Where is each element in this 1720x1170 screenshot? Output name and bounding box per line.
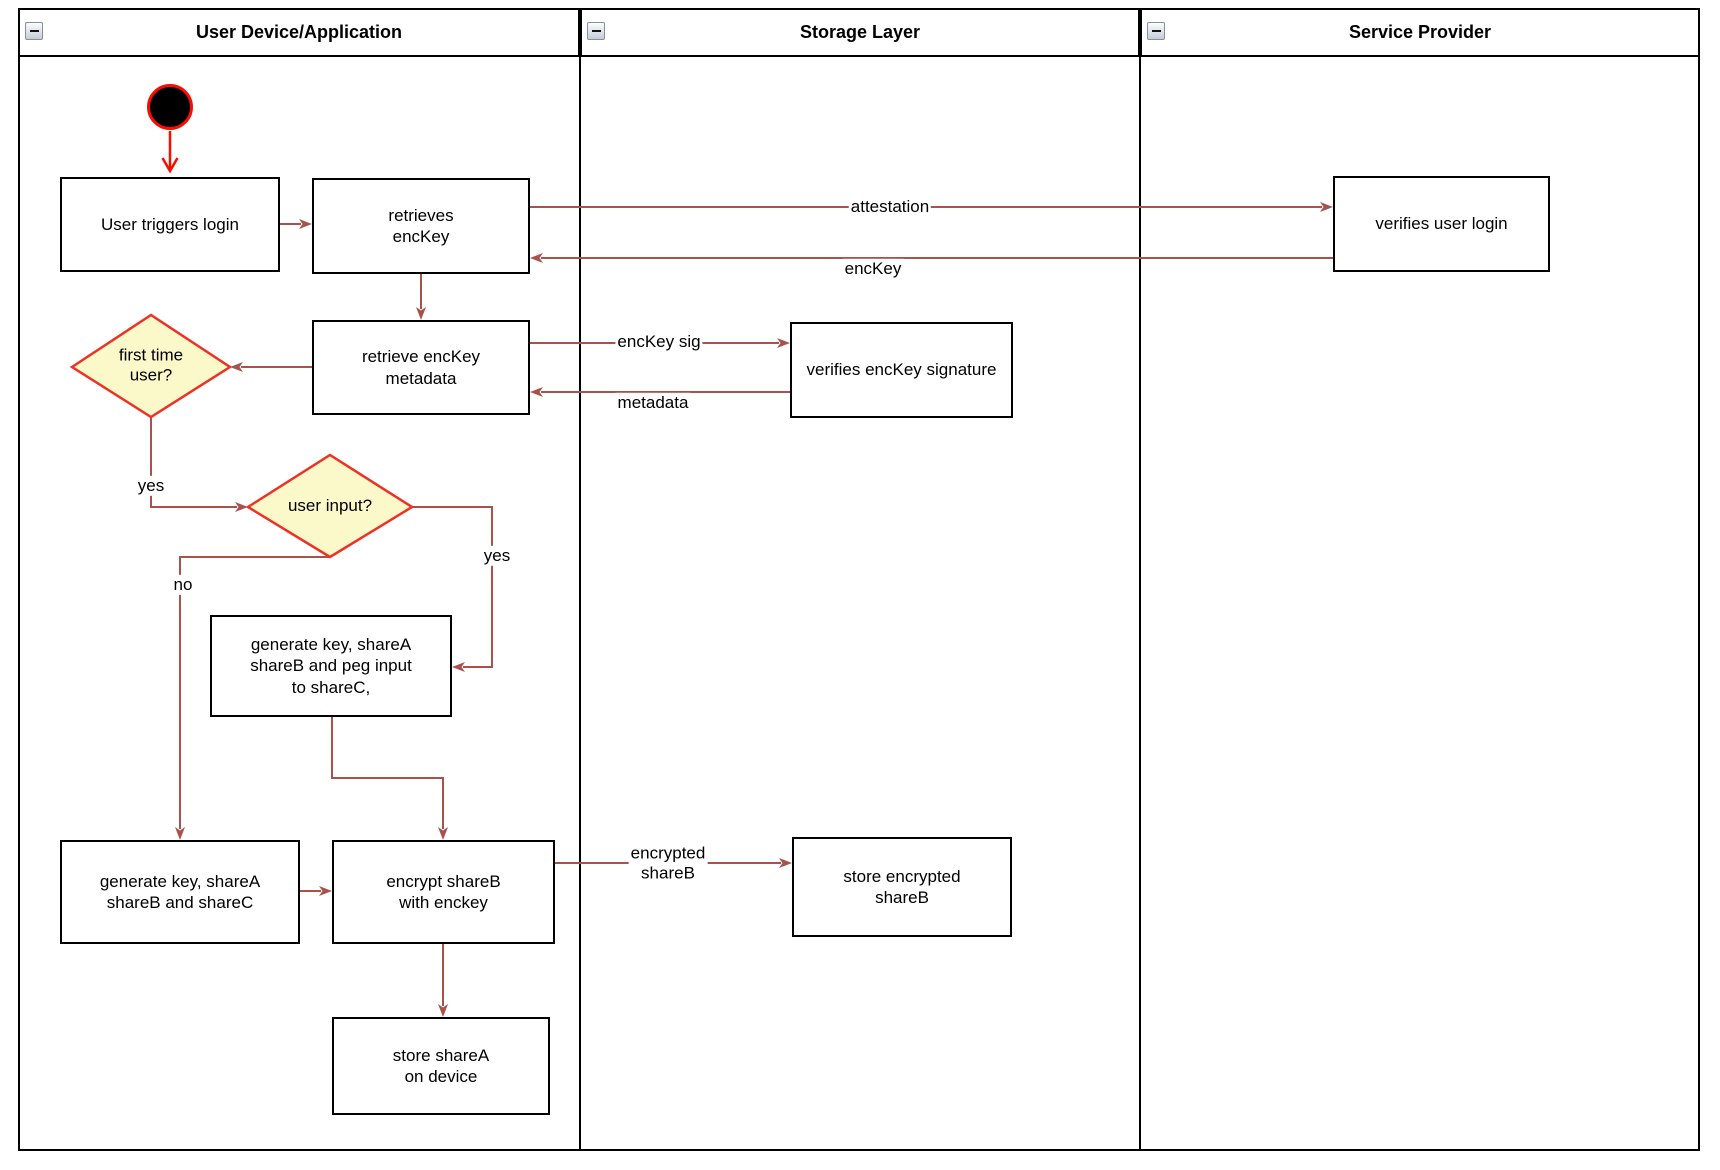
node-encrypt-shareb[interactable]: encrypt shareB with enckey — [332, 840, 555, 944]
node-verifies-enckey-signature[interactable]: verifies encKey signature — [790, 322, 1013, 418]
minus-icon — [1151, 30, 1161, 32]
start-node[interactable] — [147, 84, 193, 130]
edge-label-yes-user-input: yes — [481, 545, 513, 567]
edge-label-attestation: attestation — [848, 196, 932, 218]
decision-label-user-input: user input? — [287, 495, 373, 515]
node-retrieve-enckey-metadata[interactable]: retrieve encKey metadata — [312, 320, 530, 415]
node-store-sharea[interactable]: store shareA on device — [332, 1017, 550, 1115]
edge-label-metadata: metadata — [615, 392, 691, 414]
node-retrieves-enckey[interactable]: retrieves encKey — [312, 178, 530, 274]
lane-header-user-device[interactable]: User Device/Application — [18, 8, 580, 57]
collapse-lane-icon[interactable] — [25, 22, 43, 40]
node-generate-key-sharec[interactable]: generate key, shareA shareB and shareC — [60, 840, 300, 944]
node-generate-key-peg-input[interactable]: generate key, shareA shareB and peg inpu… — [210, 615, 452, 717]
node-store-encrypted-shareb[interactable]: store encrypted shareB — [792, 837, 1012, 937]
lane-title-user-device: User Device/Application — [195, 22, 403, 42]
edge-label-no: no — [171, 574, 195, 596]
lane-divider — [1139, 55, 1141, 1151]
collapse-lane-icon[interactable] — [1147, 22, 1165, 40]
edge-label-enckey: encKey — [842, 258, 904, 280]
node-verifies-user-login[interactable]: verifies user login — [1333, 176, 1550, 272]
edge-label-enckey-sig: encKey sig — [615, 331, 703, 353]
minus-icon — [591, 30, 601, 32]
lane-divider — [579, 55, 581, 1151]
collapse-lane-icon[interactable] — [587, 22, 605, 40]
lane-header-service-provider[interactable]: Service Provider — [1140, 8, 1700, 57]
node-user-triggers-login[interactable]: User triggers login — [60, 177, 280, 272]
minus-icon — [29, 30, 39, 32]
lane-title-service-provider: Service Provider — [1348, 22, 1492, 42]
decision-label-first-time-user: first time user? — [118, 345, 184, 385]
lane-header-storage-layer[interactable]: Storage Layer — [580, 8, 1140, 57]
edge-label-encrypted-shareb: encrypted shareB — [628, 843, 708, 885]
lane-title-storage-layer: Storage Layer — [799, 22, 921, 42]
edge-label-yes-first-time: yes — [135, 475, 167, 497]
